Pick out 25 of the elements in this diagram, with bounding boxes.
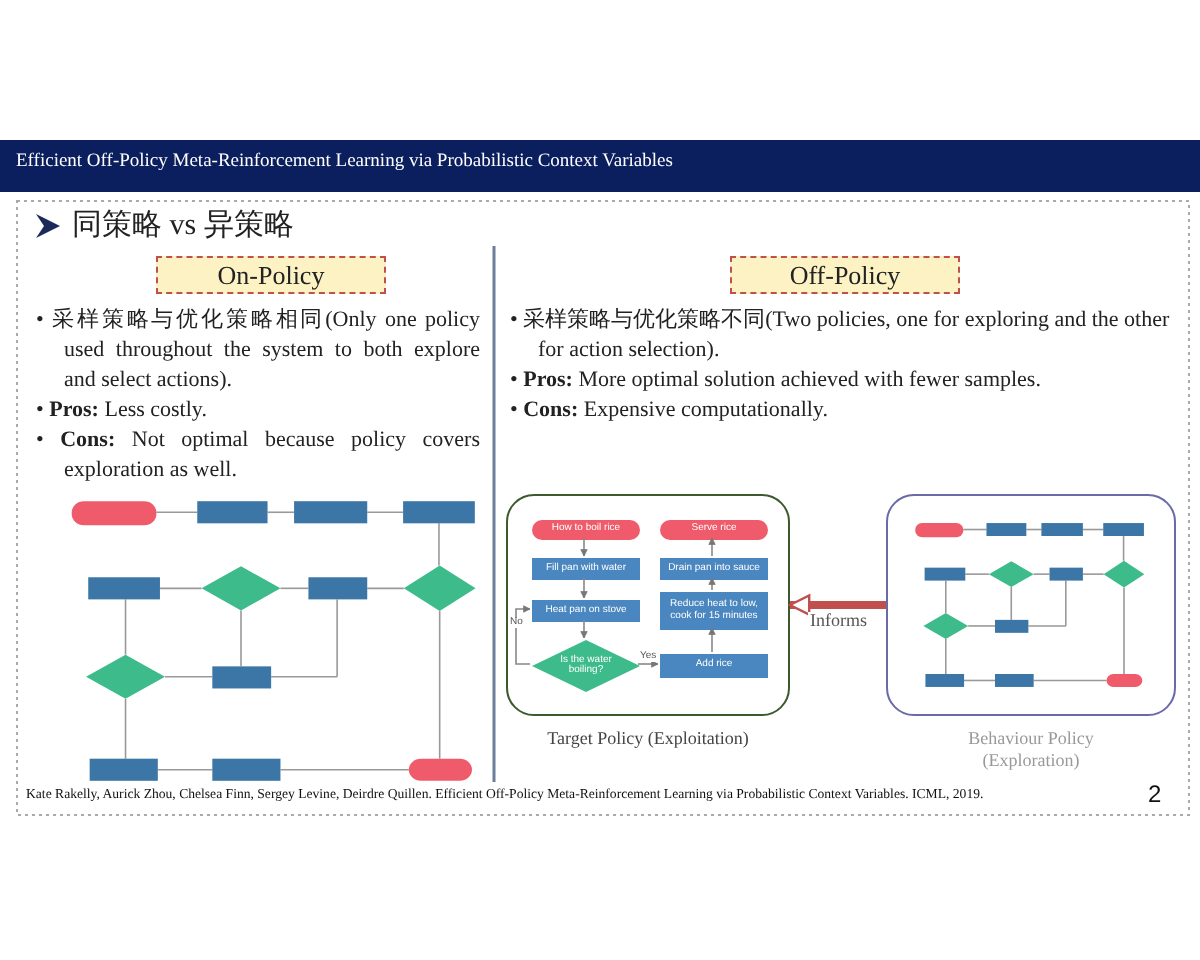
bullet-text: • Pros: Less costly. xyxy=(36,396,209,426)
bullet-text: • Cons: Not optimal because policy covers exploration as well. xyxy=(36,426,480,486)
policy-frame xyxy=(886,494,1176,716)
hollow-arrow xyxy=(788,594,886,616)
frame-caption: Target Policy (Exploitation) xyxy=(546,728,750,750)
arrow xyxy=(580,577,588,599)
policy-label: Off-Policy xyxy=(730,256,960,294)
bullet-text: • 采样策略与优化策略不同(Two policies, one for exploring and the other for action selection). xyxy=(510,306,1172,366)
arrow xyxy=(708,537,716,557)
edge-label: Informs xyxy=(808,612,869,630)
arrow xyxy=(580,619,588,639)
bullet-text: • Pros: More optimal solution achieved with fewer samples. xyxy=(510,366,1043,396)
frame-caption: Behaviour Policy (Exploration) xyxy=(966,728,1096,772)
slide-title: Efficient Off-Policy Meta-Reinforcement Learning via Probabilistic Context Variables xyxy=(16,152,675,172)
policy-label: On-Policy xyxy=(156,256,386,294)
arrow xyxy=(637,660,659,668)
policy-frame xyxy=(506,494,790,716)
arrow xyxy=(515,605,531,665)
bullet-text: • Cons: Expensive computationally. xyxy=(510,396,830,426)
section-heading: 同策略 vs 异策略 xyxy=(72,207,294,244)
arrow xyxy=(708,627,716,653)
arrow xyxy=(708,577,716,591)
page-number: 2 xyxy=(1148,780,1162,808)
bullet-text: • 采样策略与优化策略相同(Only one policy used throughout the system to both explore and select actions). xyxy=(36,306,480,396)
arrow xyxy=(580,537,588,557)
